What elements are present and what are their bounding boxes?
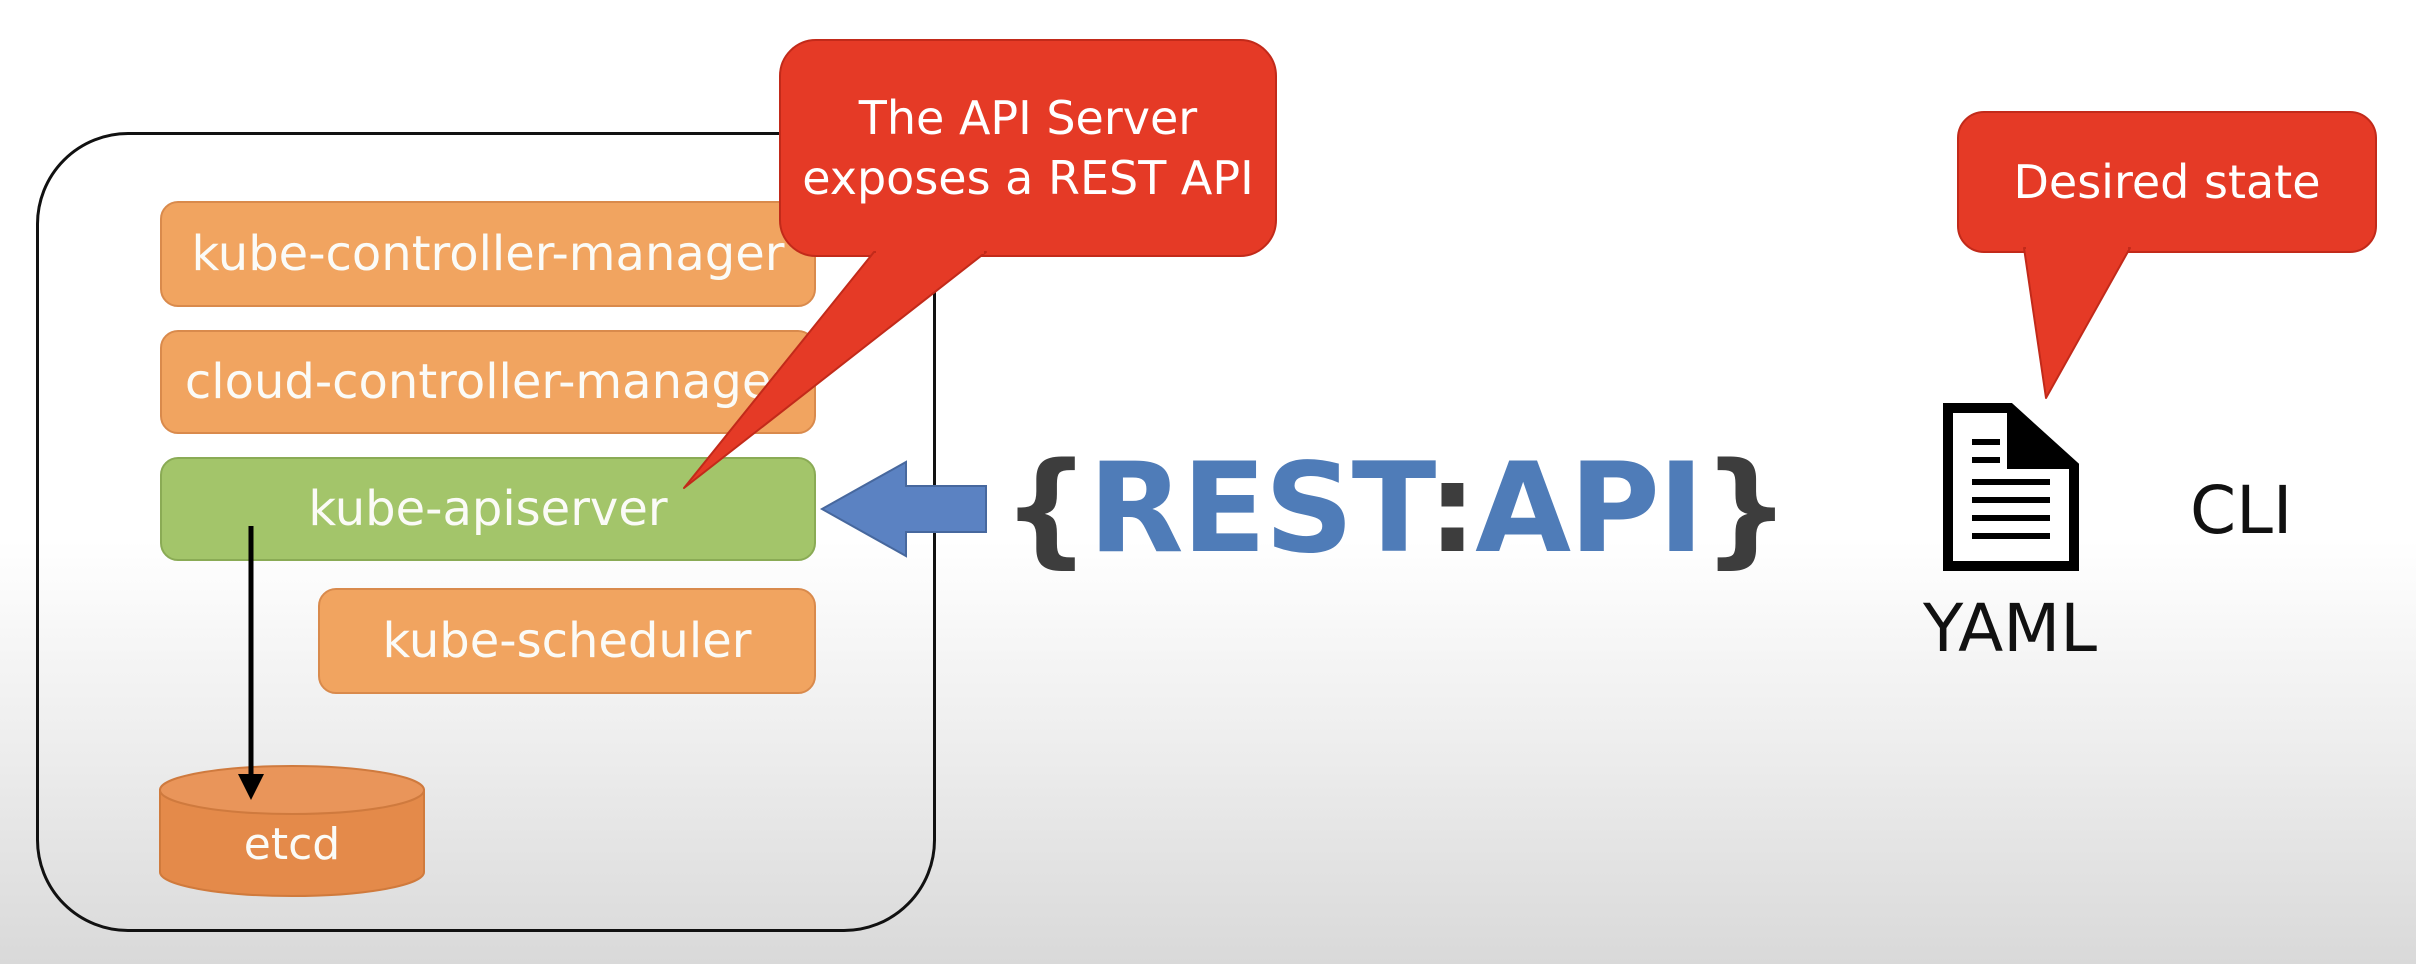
desired-state-callout-shape — [1957, 111, 2377, 399]
rest-close-brace: } — [1702, 437, 1790, 581]
rest-separator: : — [1427, 437, 1478, 581]
kube-scheduler-box: kube-scheduler — [318, 588, 816, 694]
api-server-callout-shape — [683, 39, 1277, 489]
document-icon — [1943, 403, 2079, 571]
desired-state-callout: Desired state — [2013, 155, 2321, 209]
cloud-controller-manager-box: cloud-controller-manager — [160, 330, 816, 434]
rest-to-apiserver-arrow — [819, 460, 987, 558]
api-word: API — [1475, 437, 1704, 581]
component-label: cloud-controller-manager — [184, 354, 792, 410]
component-label: kube-scheduler — [382, 613, 752, 669]
kube-controller-manager-box: kube-controller-manager — [160, 201, 816, 307]
rest-open-brace: { — [1002, 437, 1090, 581]
rest-word: REST — [1088, 437, 1429, 581]
apiserver-to-etcd-arrow — [238, 526, 264, 800]
component-label: kube-apiserver — [308, 481, 668, 537]
kube-apiserver-box: kube-apiserver — [160, 457, 816, 561]
component-label: kube-controller-manager — [191, 226, 785, 282]
etcd-cylinder — [159, 765, 425, 897]
rest-api-logo: {REST:API} — [1002, 434, 1790, 584]
yaml-label: YAML — [1922, 589, 2098, 667]
etcd-label: etcd — [243, 818, 341, 870]
api-server-callout: The API Server exposes a REST API — [802, 91, 1254, 205]
cli-label: CLI — [2190, 471, 2293, 549]
